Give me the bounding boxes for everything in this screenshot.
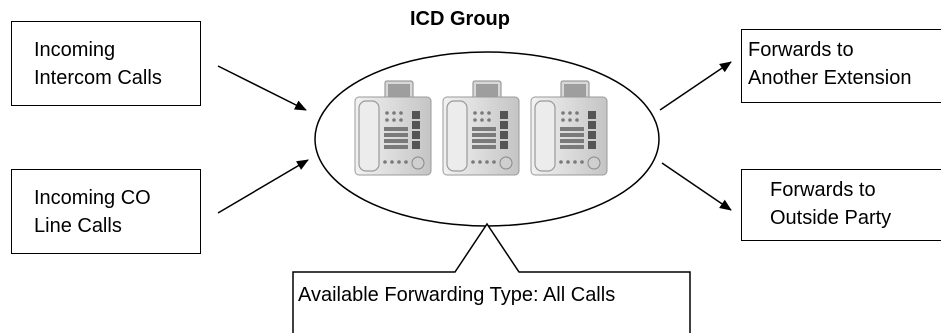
group-title: ICD Group <box>410 8 510 30</box>
arrow-forward-extension <box>659 61 732 111</box>
incoming-intercom-line1: Incoming <box>34 39 116 61</box>
forward-outside-box: Forwards to Outside Party <box>741 169 941 241</box>
callout-label: Available Forwarding Type: All Calls <box>298 284 616 306</box>
forward-outside-line1: Forwards to <box>770 179 876 201</box>
arrow-forward-outside <box>661 162 732 211</box>
incoming-co-box: Incoming CO Line Calls <box>11 169 201 254</box>
forward-extension-line2: Another Extension <box>748 67 912 89</box>
callout-box <box>292 222 691 333</box>
arrow-intercom-in <box>217 65 307 111</box>
incoming-co-line1: Incoming CO <box>34 187 151 209</box>
incoming-intercom-line2: Intercom Calls <box>34 67 162 89</box>
arrow-co-in <box>217 159 309 214</box>
forward-extension-box: Forwards to Another Extension <box>741 29 941 103</box>
forward-extension-line1: Forwards to <box>748 39 854 61</box>
incoming-co-line2: Line Calls <box>34 215 122 237</box>
forward-outside-line2: Outside Party <box>770 207 892 229</box>
incoming-intercom-box: Incoming Intercom Calls <box>11 21 201 106</box>
